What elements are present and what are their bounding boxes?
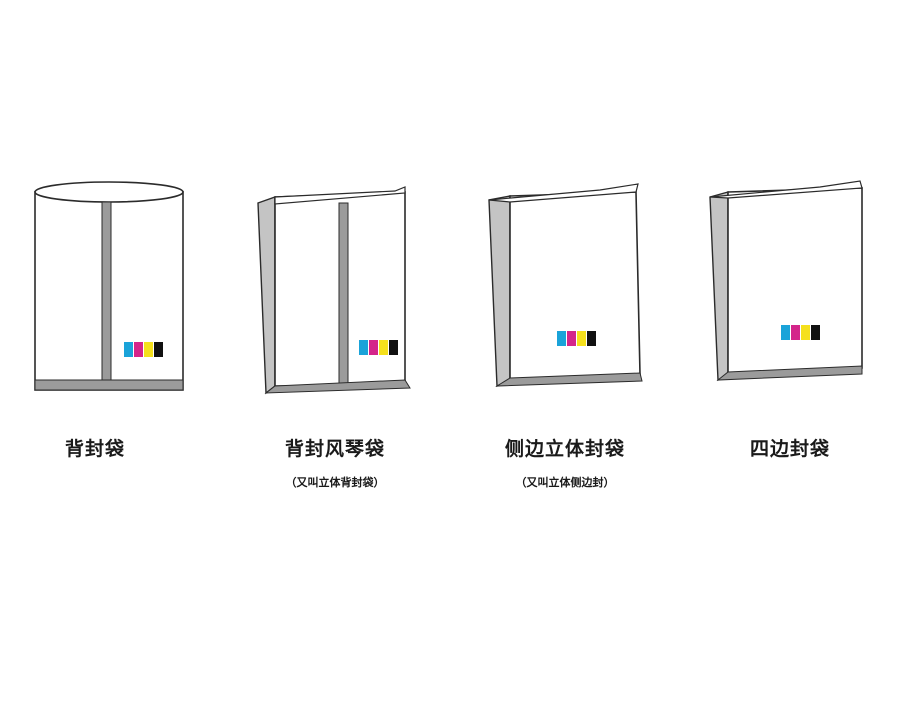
cyan-swatch: [359, 340, 368, 355]
bag-title: 四边封袋: [749, 438, 830, 460]
magenta-swatch: [567, 331, 576, 346]
cyan-swatch: [781, 325, 790, 340]
bag-subtitle: （又叫立体背封袋）: [285, 476, 385, 489]
cyan-swatch: [124, 342, 133, 357]
bag-front: [509, 191, 641, 381]
yellow-swatch: [144, 342, 153, 357]
magenta-swatch: [791, 325, 800, 340]
black-swatch: [154, 342, 163, 357]
bottom-seal-strip: [264, 379, 411, 394]
cyan-swatch: [557, 331, 566, 346]
color-mark: [557, 331, 596, 346]
yellow-swatch: [801, 325, 810, 340]
back-seal-strip: [338, 202, 349, 387]
black-swatch: [587, 331, 596, 346]
back-seal-bag-figure: [34, 181, 184, 391]
bottom-seal-strip: [34, 379, 184, 391]
top-seal: [709, 180, 863, 199]
bag-subtitle: （又叫立体侧边封）: [515, 476, 615, 489]
top-edge: [274, 186, 406, 205]
bottom-seal-strip: [716, 365, 863, 381]
black-swatch: [389, 340, 398, 355]
bag-title: 侧边立体封袋: [504, 438, 625, 460]
bag-title: 背封风琴袋: [284, 438, 385, 460]
bottom-seal-strip: [495, 372, 643, 387]
left-seal: [709, 191, 729, 382]
color-mark: [781, 325, 820, 340]
magenta-swatch: [369, 340, 378, 355]
left-gusset: [488, 195, 511, 388]
back-seal-strip: [101, 201, 112, 391]
four-side-seal-bag-figure: [709, 180, 863, 382]
bag-title: 背封袋: [64, 438, 125, 460]
yellow-swatch: [379, 340, 388, 355]
bag-front: [727, 187, 863, 376]
yellow-swatch: [577, 331, 586, 346]
bag-opening: [34, 181, 184, 203]
top-fold: [488, 183, 639, 203]
left-gusset: [257, 196, 276, 395]
black-swatch: [811, 325, 820, 340]
magenta-swatch: [134, 342, 143, 357]
color-mark: [359, 340, 398, 355]
side-gusset-bag-figure: [488, 183, 643, 388]
back-seal-gusset-bag-figure: [257, 186, 411, 395]
color-mark: [124, 342, 163, 357]
